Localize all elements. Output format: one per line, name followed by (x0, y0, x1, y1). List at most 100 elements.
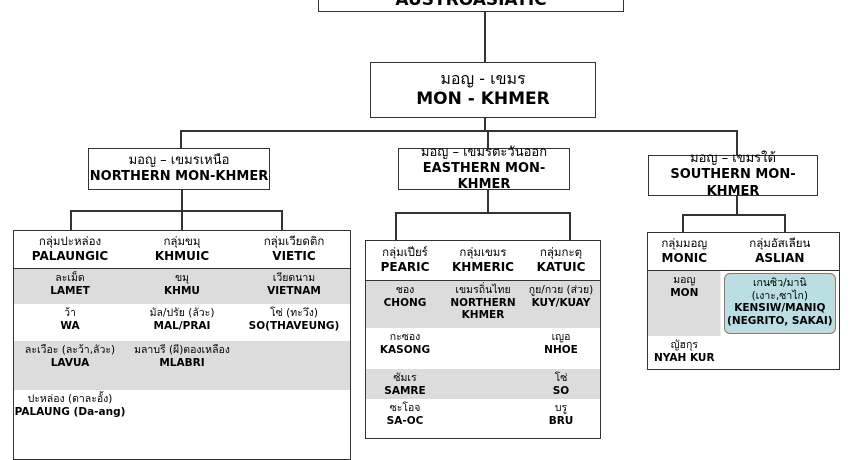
cell-en: KUY/KUAY (531, 296, 591, 309)
cell-th: กลุ่มมอญ (661, 236, 708, 251)
table-cell: โซ่ (ทะวึง)SO(THAVEUNG) (238, 304, 350, 341)
group-header: กลุ่มกะตุKATUIC (522, 241, 600, 280)
connector (181, 190, 183, 211)
connector (180, 130, 182, 148)
table-cell: มัล/ปรัย (ลัวะ)MAL/PRAI (126, 304, 238, 341)
cell-th: กลุ่มปะหล่อง (38, 234, 102, 249)
northern-box: มอญ – เขมรเหนือ NORTHERN MON-KHMER (88, 148, 270, 190)
cell-th: ญัฮกุร (670, 339, 698, 351)
cell-en: VIETIC (272, 249, 316, 264)
cell-th: มลาบรี (ผี)ตองเหลือง (134, 344, 230, 356)
cell-en: BRU (548, 414, 574, 427)
cell-en: SO (552, 384, 570, 397)
connector (487, 130, 489, 148)
table-cell (444, 369, 522, 399)
connector (484, 12, 486, 62)
table-cell: กูย/กวย (ส่วย)KUY/KUAY (522, 281, 600, 328)
cell-th: บรู (554, 402, 568, 414)
branch-th: มอญ – เขมรใต้ (690, 151, 776, 167)
mon-khmer-box: มอญ - เขมร MON - KHMER (370, 62, 596, 118)
table-cell (444, 328, 522, 369)
cell-th: ปะหล่อง (ดาละอั้ง) (27, 393, 113, 405)
cell-th: มัล/ปรัย (ลัวะ) (149, 307, 215, 319)
table-row: ปะหล่อง (ดาละอั้ง)PALAUNG (Da-ang) (14, 390, 350, 459)
connector (181, 210, 183, 231)
cell-th: เกนซิว/มานิ (เงาะ,ซาไก) (751, 277, 809, 302)
cell-en: SA-OC (386, 414, 424, 427)
cell-en: MAL/PRAI (153, 319, 211, 332)
table-cell (238, 341, 350, 390)
connector (484, 118, 486, 130)
connector (180, 130, 737, 132)
cell-th: กลุ่มเวียดติก (263, 234, 325, 249)
table-cell: เกนซิว/มานิ (เงาะ,ซาไก)KENSIW/MANIQ (NEG… (723, 273, 836, 334)
cell-en: NORTHERN KHMER (450, 296, 516, 322)
cell-en: MLABRI (159, 356, 205, 369)
branch-th: มอญ – เขมรเหนือ (128, 152, 230, 168)
cell-en: LAVUA (50, 356, 90, 369)
cell-th: กลุ่มขมุ (163, 234, 201, 249)
group-header: กลุ่มเปียร์PEARIC (366, 241, 444, 280)
cell-en: VIETNAM (267, 284, 321, 297)
cell-th: กลุ่มอัสเลียน (749, 236, 811, 251)
southern-box: มอญ – เขมรใต้ SOUTHERN MON-KHMER (648, 151, 818, 199)
table-cell (238, 390, 350, 459)
table-cell (444, 399, 522, 437)
cell-en: SAMRE (384, 384, 426, 397)
cell-en: KENSIW/MANIQ (NEGRITO, SAKAI) (727, 302, 833, 327)
cell-th: มอญ (673, 274, 696, 286)
cell-en: MONIC (661, 251, 708, 266)
connector (281, 210, 283, 231)
connector (395, 212, 397, 240)
cell-en: MON (670, 286, 699, 299)
cell-en: LAMET (50, 284, 90, 297)
cell-en: KASONG (379, 343, 431, 356)
cell-en: CHONG (383, 296, 427, 309)
cell-th: กูย/กวย (ส่วย) (528, 284, 594, 296)
connector (682, 214, 785, 216)
cell-th: ซะโอจ (389, 402, 421, 414)
table-cell: บรูBRU (522, 399, 600, 437)
cell-en: SO(THAVEUNG) (248, 319, 340, 332)
branch-en: EASTHERN MON-KHMER (422, 160, 546, 193)
cell-en: KATUIC (536, 260, 586, 275)
cell-th: โซ่ (554, 372, 568, 384)
branch-en: SOUTHERN MON-KHMER (670, 167, 796, 199)
austroasiatic-box: AUSTROASIATIC (318, 0, 624, 12)
family-en: MON - KHMER (416, 89, 550, 110)
cell-th: โซ่ (ทะวึง) (270, 307, 318, 319)
connector (682, 214, 684, 232)
cell-th: กลุ่มเขมร (459, 245, 507, 260)
connector (784, 214, 786, 232)
group-header: กลุ่มขมุKHMUIC (126, 231, 238, 268)
cell-th: ละเม็ด (55, 272, 85, 284)
table-cell: ขมุKHMU (126, 269, 238, 304)
connector (569, 212, 571, 240)
table-cell (721, 336, 839, 369)
table-cell: ปะหล่อง (ดาละอั้ง)PALAUNG (Da-ang) (14, 390, 126, 459)
eastern-box: มอญ – เขมรตะวันออก EASTHERN MON-KHMER (398, 145, 570, 192)
